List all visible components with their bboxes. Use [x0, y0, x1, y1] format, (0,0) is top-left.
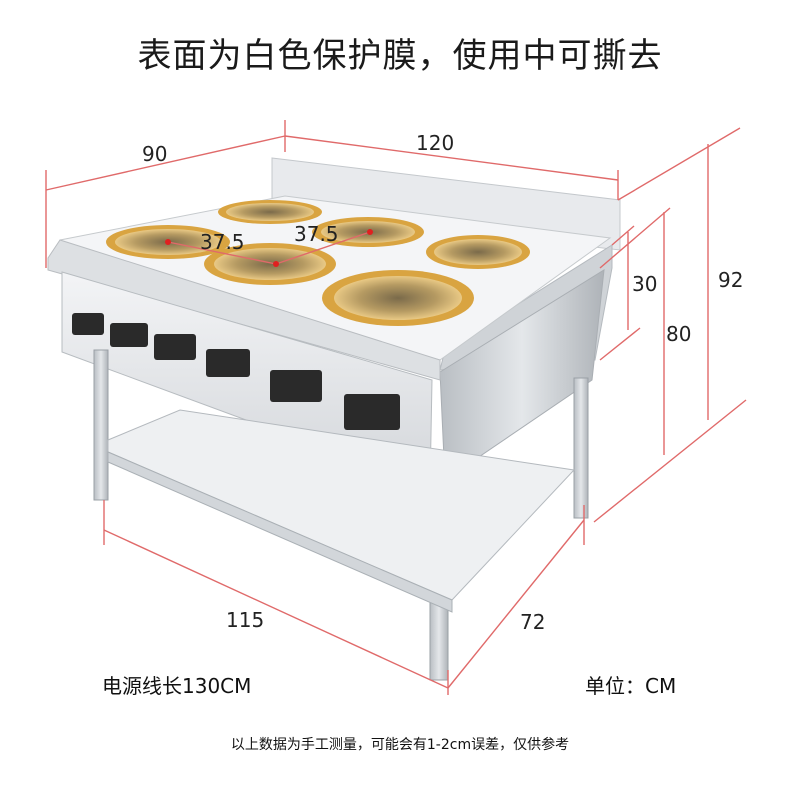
dim-backsplash-height: 30 [632, 272, 658, 296]
dim-burner-gap-right: 37.5 [294, 222, 339, 246]
body-right-side [439, 269, 605, 481]
switch-1 [72, 313, 104, 335]
leg-back-right [573, 377, 589, 519]
switch-2 [110, 323, 148, 347]
lower-shelf-edge [107, 451, 453, 613]
dim-width-top: 120 [416, 131, 455, 155]
page-title: 表面为白色保护膜，使用中可撕去 [137, 36, 663, 76]
leg-front-left [93, 349, 109, 501]
control-switches [72, 313, 400, 430]
switch-4 [206, 349, 250, 377]
switch-6 [344, 394, 400, 430]
dim-width-bottom: 115 [226, 608, 265, 632]
worktop-edge [47, 239, 441, 381]
switch-5 [270, 370, 322, 402]
unit-note: 单位：CM [585, 674, 677, 698]
dim-total-height: 92 [718, 268, 744, 292]
dim-depth-top: 90 [142, 142, 168, 166]
measurement-disclaimer: 以上数据为手工测量，可能会有1-2cm误差，仅供参考 [230, 737, 570, 753]
lower-shelf [107, 409, 576, 601]
dimension-points [165, 229, 373, 267]
dim-burner-gap-left: 37.5 [200, 230, 245, 254]
dimension-lines [45, 120, 747, 695]
burners [106, 200, 530, 326]
cable-length-note: 电源线长130CM [102, 674, 252, 698]
dim-depth-bottom: 72 [520, 610, 546, 634]
dim-counter-height: 80 [666, 322, 692, 346]
switch-3 [154, 334, 196, 360]
